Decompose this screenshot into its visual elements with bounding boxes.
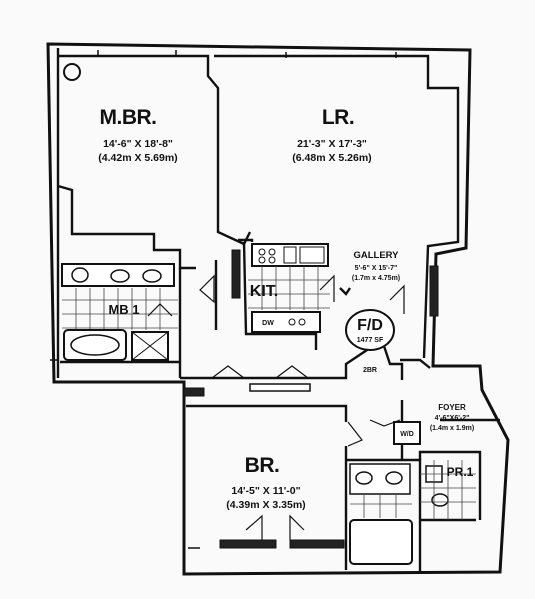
bedroom-dim-ft: 14'-5" X 11'-0" xyxy=(231,485,300,497)
exterior-walls xyxy=(46,42,510,576)
bedroom-dim-m: (4.39m X 3.35m) xyxy=(226,499,305,511)
floor-area-label: 1477 SF xyxy=(357,337,384,344)
window-marks xyxy=(50,50,397,549)
foyer-dim-ft: 4'-6"X6'-2" xyxy=(435,415,470,422)
living-room-dim-m: (6.48m X 5.26m) xyxy=(292,152,371,164)
master-bedroom-name: M.BR. xyxy=(100,106,157,129)
master-bedroom-dim-m: (4.42m X 5.69m) xyxy=(98,152,177,164)
gallery-name: GALLERY xyxy=(353,250,399,261)
master-bath-fixtures xyxy=(61,263,178,361)
dishwasher-label: DW xyxy=(262,320,274,327)
interior-walls xyxy=(56,48,500,572)
gallery-dim-ft: 5'-6" X 15'-7" xyxy=(355,265,398,272)
powder-room-name: PR.1 xyxy=(447,465,474,479)
column-circle xyxy=(63,63,81,81)
living-room-dim-ft: 21'-3" X 17'-3" xyxy=(297,138,367,150)
bedroom-bath-fixtures xyxy=(349,463,413,565)
master-bath-name: MB 1 xyxy=(108,302,139,317)
gallery-dim-m: (1.7m x 4.75m) xyxy=(352,275,400,282)
living-room-name: LR. xyxy=(322,106,354,129)
master-bedroom-dim-ft: 14'-6" X 18'-8" xyxy=(103,138,173,150)
powder-room-fixtures xyxy=(420,460,476,520)
washer-dryer-label: W/D xyxy=(400,431,414,438)
foyer-name: FOYER xyxy=(438,403,466,412)
washer-dryer-box xyxy=(393,421,421,445)
two-bedroom-label: 2BR xyxy=(363,367,377,374)
floor-drain-circle xyxy=(345,309,395,351)
bedroom-name: BR. xyxy=(245,454,280,477)
kitchen-name: KIT. xyxy=(250,283,278,300)
closets xyxy=(183,249,439,549)
floor-drain-label: F/D xyxy=(357,317,383,334)
kitchen-fixtures xyxy=(248,243,330,333)
foyer-dim-m: (1.4m x 1.9m) xyxy=(430,425,474,432)
